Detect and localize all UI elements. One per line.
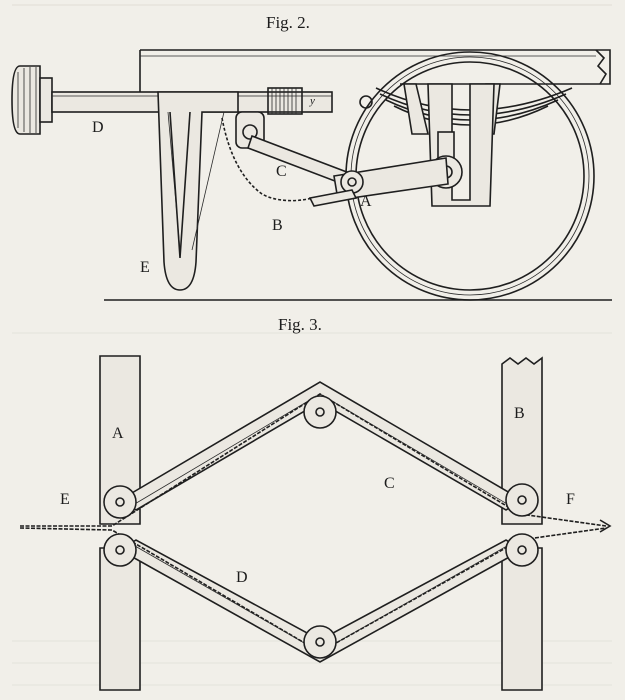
axle-box	[427, 83, 495, 207]
figure-3: Fig. 3.	[19, 315, 612, 691]
lever-arm	[333, 157, 449, 201]
pulley-right-bottom	[505, 533, 539, 567]
pulley-left-top	[103, 485, 137, 519]
figure-2: Fig. 2.	[11, 13, 612, 301]
label-C: C	[276, 163, 287, 180]
frame-beam	[139, 49, 611, 92]
label-A: A	[112, 425, 124, 442]
label-C: C	[384, 475, 395, 492]
leaf-spring	[359, 83, 573, 135]
pulley-top	[303, 395, 337, 429]
pulley-bottom	[303, 625, 337, 659]
buffer-head	[11, 65, 53, 135]
label-D: D	[236, 569, 248, 586]
brake-link	[308, 189, 358, 207]
pulley-right-top	[505, 483, 539, 517]
label-small: y	[309, 95, 315, 107]
beam-B	[501, 356, 543, 691]
label-B: B	[514, 405, 525, 422]
chain	[221, 117, 313, 202]
label-E: E	[140, 259, 150, 276]
figure-3-title: Fig. 3.	[278, 315, 322, 334]
label-D: D	[92, 119, 104, 136]
pendulum-lever	[157, 91, 239, 291]
label-A: A	[360, 193, 372, 210]
label-E: E	[60, 491, 70, 508]
coil-spring	[267, 87, 303, 115]
beam-A	[99, 355, 141, 691]
pulley-left-bottom	[103, 533, 137, 567]
label-B: B	[272, 217, 283, 234]
figure-2-title: Fig. 2.	[266, 13, 310, 32]
label-F: F	[566, 491, 575, 508]
